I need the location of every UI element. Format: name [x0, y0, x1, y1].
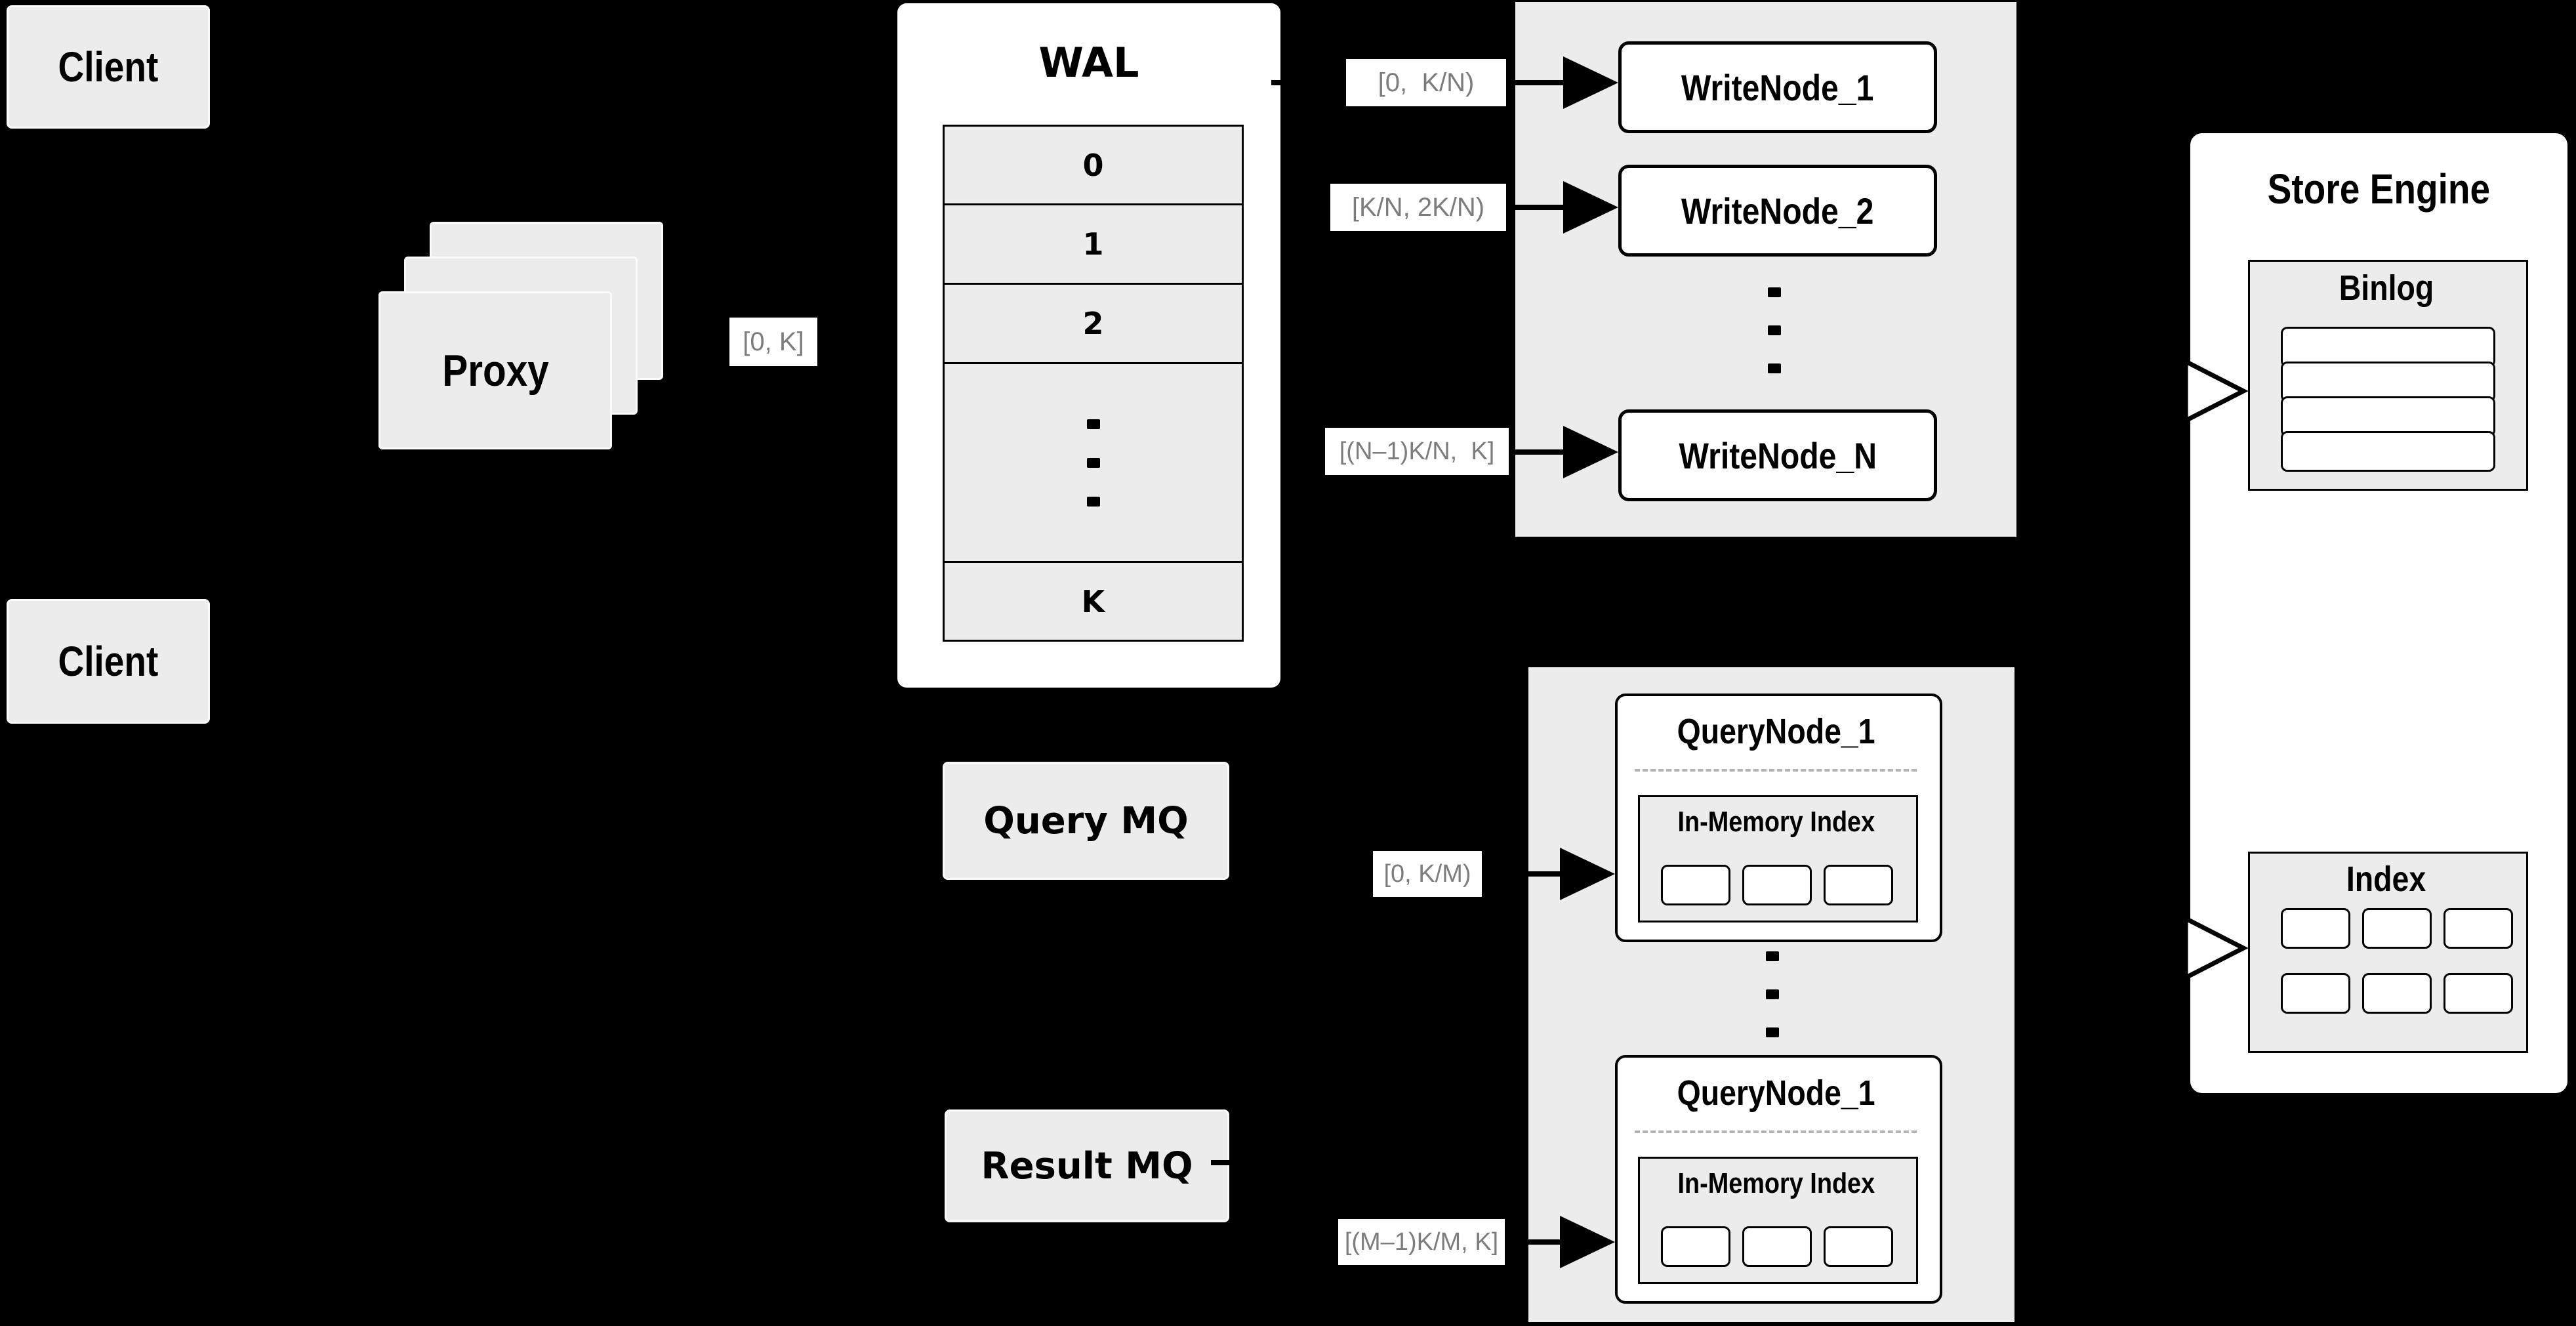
query-node-1-inmemory-title-wrap: In-Memory Index: [1638, 803, 1914, 841]
index-box: [2248, 852, 2528, 1053]
wal-table: 0 1 2 K: [943, 125, 1244, 642]
range-label-text: [0, K/M): [1383, 860, 1471, 888]
wal-title-wrap: WAL: [897, 33, 1280, 92]
dashed-divider: [1635, 769, 1917, 772]
client-box-top: Client: [7, 5, 210, 129]
index-cell: [2362, 973, 2432, 1014]
inmemory-cell: [1742, 1226, 1812, 1267]
binlog-title: Binlog: [2339, 268, 2434, 308]
range-label-write-n: [(N–1)K/N, K]: [1325, 428, 1509, 475]
wal-ellipsis-dots: [945, 364, 1242, 563]
inmemory-cell: [1824, 1226, 1893, 1267]
range-label-query-1: [0, K/M): [1373, 851, 1482, 897]
range-label-write-1: [0, K/N): [1346, 59, 1506, 106]
range-label-text: [(M–1)K/M, K]: [1344, 1228, 1499, 1256]
wal-row-k: K: [1081, 583, 1105, 619]
query-node-1-title-wrap: QueryNode_1: [1615, 709, 1937, 755]
write-node-1: WriteNode_1: [1618, 41, 1937, 133]
dot-icon: [1086, 419, 1100, 429]
store-engine-title: Store Engine: [2267, 165, 2491, 213]
index-title: Index: [2346, 860, 2426, 899]
write-node-2-label: WriteNode_2: [1681, 190, 1874, 232]
dashed-divider: [1635, 1130, 1917, 1133]
range-label-write-2: [K/N, 2K/N): [1330, 184, 1506, 231]
dot-icon: [1766, 1027, 1779, 1037]
write-node-2: WriteNode_2: [1618, 165, 1937, 257]
range-label-proxy-wal: [0, K]: [729, 318, 817, 366]
index-cell: [2443, 973, 2513, 1014]
query-mq-box: Query MQ: [943, 762, 1229, 880]
client-top-label: Client: [58, 43, 159, 91]
index-cell: [2443, 908, 2513, 949]
binlog-bar: [2281, 362, 2495, 402]
binlog-title-wrap: Binlog: [2248, 266, 2524, 310]
inmemory-cell: [1661, 1226, 1730, 1267]
index-cell: [2281, 973, 2350, 1014]
query-node-2-inmemory-title-wrap: In-Memory Index: [1638, 1165, 1914, 1203]
range-label-text: [K/N, 2K/N): [1351, 192, 1485, 222]
inmemory-cell: [1661, 865, 1730, 905]
proxy-card-front: Proxy: [378, 291, 612, 449]
index-cell: [2362, 908, 2432, 949]
in-memory-index-title: In-Memory Index: [1677, 806, 1875, 838]
write-node-1-label: WriteNode_1: [1681, 66, 1874, 108]
wal-row-0: 0: [945, 127, 1242, 205]
index-title-wrap: Index: [2248, 858, 2524, 900]
query-node-1-title: QueryNode_1: [1677, 712, 1875, 751]
proxy-label: Proxy: [441, 345, 549, 396]
range-label-text: [0, K]: [743, 327, 804, 356]
range-label-text: [0, K/N): [1378, 68, 1475, 97]
range-label-text: [(N–1)K/N, K]: [1339, 437, 1495, 465]
dot-icon: [1766, 951, 1779, 961]
store-engine-title-wrap: Store Engine: [2197, 161, 2561, 217]
result-mq-label: Result MQ: [981, 1144, 1193, 1188]
dot-icon: [1768, 363, 1781, 373]
wal-title: WAL: [1038, 38, 1139, 87]
range-label-query-m: [(M–1)K/M, K]: [1338, 1219, 1505, 1265]
query-node-2-title: QueryNode_1: [1677, 1073, 1875, 1113]
index-cell: [2281, 908, 2350, 949]
wal-row-2: 2: [945, 285, 1242, 364]
dot-icon: [1086, 496, 1100, 507]
inmemory-cell: [1742, 865, 1812, 905]
query-node-2-title-wrap: QueryNode_1: [1615, 1070, 1937, 1116]
dot-icon: [1768, 287, 1781, 297]
write-node-n-label: WriteNode_N: [1679, 434, 1877, 476]
inmemory-cell: [1824, 865, 1893, 905]
dot-icon: [1768, 325, 1781, 335]
wal-row-1: 1: [945, 205, 1242, 285]
dot-icon: [1766, 989, 1779, 999]
dot-icon: [1086, 457, 1100, 468]
result-mq-box: Result MQ: [945, 1109, 1229, 1222]
write-node-n: WriteNode_N: [1618, 409, 1937, 501]
client-box-bottom: Client: [7, 599, 210, 724]
client-bottom-label: Client: [58, 638, 159, 685]
in-memory-index-title: In-Memory Index: [1677, 1167, 1875, 1199]
binlog-bar: [2281, 431, 2495, 472]
query-mq-label: Query MQ: [983, 799, 1189, 842]
